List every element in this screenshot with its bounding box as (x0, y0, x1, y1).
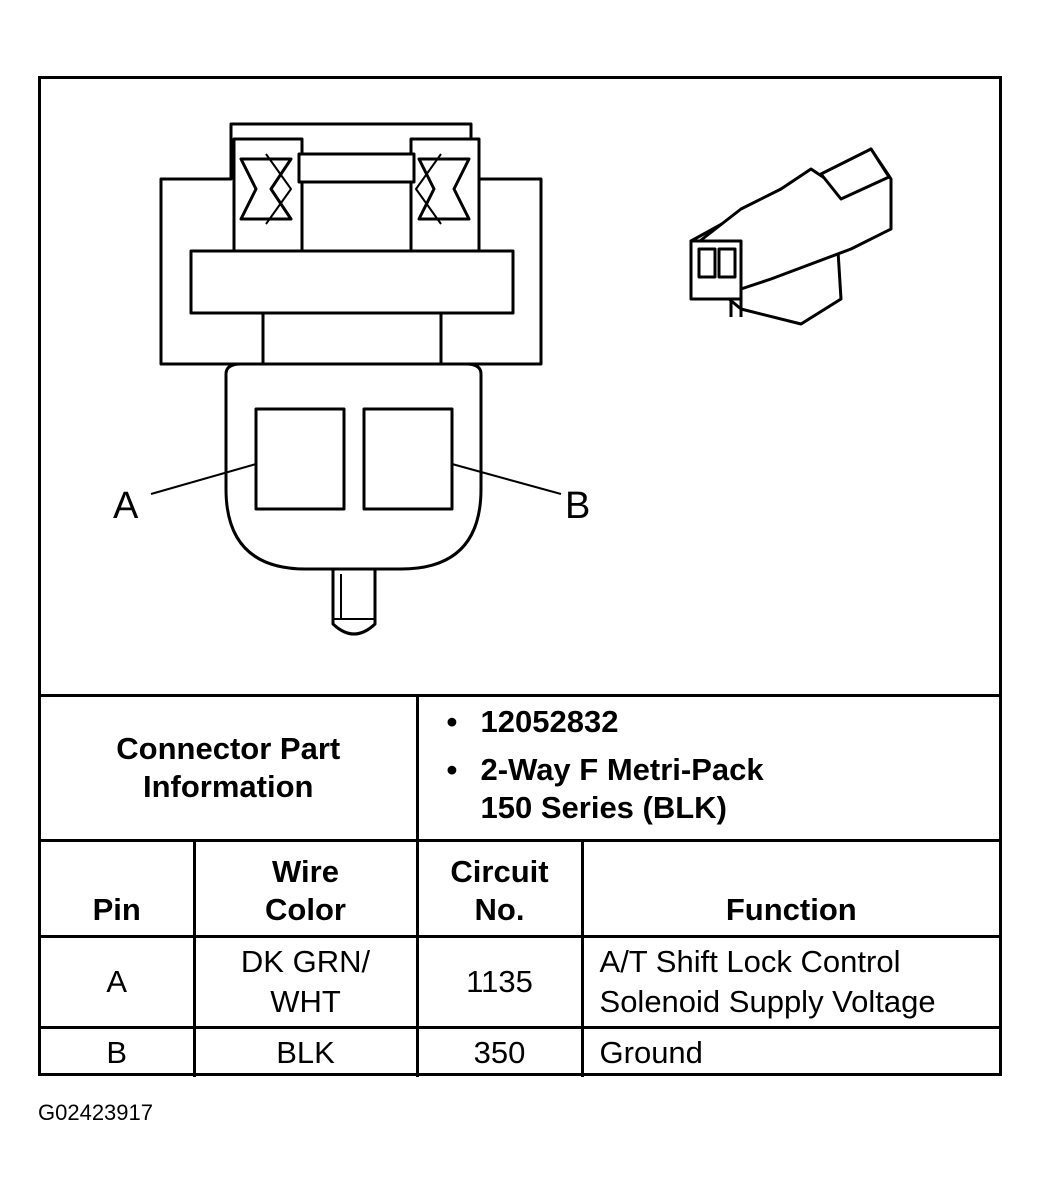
pin-label-b: B (565, 485, 591, 527)
info-heading-line1: Connector Part (116, 731, 341, 766)
cell-circuit: 350 (415, 1026, 584, 1077)
connector-drawing (150, 122, 893, 636)
table-row: A DK GRN/WHT 1135 A/T Shift Lock Control… (41, 935, 1000, 1029)
cell-circuit: 1135 (415, 935, 584, 1029)
info-item-part-number: 12052832 (447, 703, 1000, 741)
leader-b (451, 463, 562, 495)
cell-wire-color: DK GRN/WHT (192, 935, 419, 1029)
cell-pin: A (41, 935, 196, 1029)
cell-pin: B (41, 1026, 196, 1077)
figure-id: G02423917 (38, 1100, 153, 1125)
info-row: Connector Part Information 12052832 2-Wa… (41, 694, 1000, 842)
connector-diagram-frame: A B Connector Part Information 12052832 … (38, 76, 1002, 1077)
cavity-b (362, 407, 454, 511)
header-pin: Pin (41, 839, 196, 938)
connector-part-table: Connector Part Information 12052832 2-Wa… (41, 694, 1000, 1077)
table-row: B BLK 350 Ground (41, 1026, 1000, 1077)
cell-wire-color: BLK (192, 1026, 419, 1077)
cavity-a (254, 407, 346, 511)
leader-a (150, 463, 257, 495)
connector-isometric-view (689, 147, 893, 326)
pin-label-a: A (113, 485, 139, 527)
cell-function: Ground (580, 1026, 1000, 1077)
info-heading-line2: Information (143, 769, 314, 804)
header-function: Function (580, 839, 1000, 938)
key-tab (331, 567, 377, 636)
connector-crossbar (189, 249, 515, 315)
info-heading-cell: Connector Part Information (41, 694, 419, 842)
